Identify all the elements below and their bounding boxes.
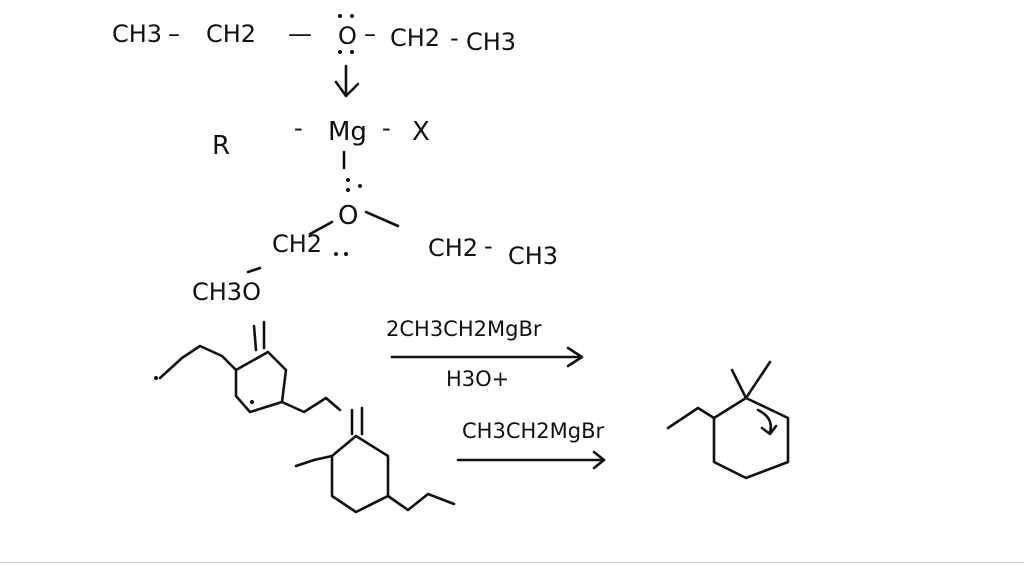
right-ch3: CH3 [508,242,558,270]
coordinated-oxygen: O [338,201,358,231]
lone-pair-dot [338,50,342,54]
dash-1: – [168,20,180,48]
ether-oxygen: O [338,22,357,50]
workup-1: H3O+ [446,367,509,391]
dash-4: - [450,24,459,52]
reagent-2: CH3CH2MgBr [462,419,604,443]
lone-pair-dot [338,14,342,18]
product-molecule [666,360,790,480]
ch2-left: CH2 [206,20,256,48]
ch2-right: CH2 [390,24,440,52]
reaction-arrow-2 [456,450,606,470]
ch3o-label: CH3O [192,278,261,306]
right-ch2: CH2 [428,234,478,262]
r-group: R [212,131,230,161]
lone-pair-dot [350,50,354,54]
bottom-divider [0,562,1024,563]
dash-2: — [288,20,312,48]
right-dash: - [484,232,493,260]
left-ch2: CH2 [272,230,322,258]
coordinated-ether: O CH2 CH2 - CH3 [246,201,558,274]
ch3-right: CH3 [466,28,516,56]
reaction-2: CH3CH2MgBr [294,406,606,514]
reagent-1: 2CH3CH2MgBr [386,317,542,341]
dash-3: – [364,20,376,48]
grignard-reagent: R - Mg - X [212,114,430,161]
ch3-left: CH3 [112,20,162,48]
lone-pair-dot [350,14,354,18]
lactone-molecule-2 [294,406,456,514]
reaction-arrow-1 [390,346,584,368]
reaction-1: CH3O 2CH3CH2MgBr H3O+ [154,278,584,414]
halogen: X [412,117,430,147]
magnesium: Mg [328,117,367,147]
ether-formula: CH3 – CH2 — O – CH2 - CH3 [112,14,516,56]
lactone-molecule-1 [154,320,342,414]
dash-x: - [382,114,391,142]
down-arrow-icon [334,64,360,98]
dash-r: - [294,114,303,142]
coordination-bond [342,150,362,192]
